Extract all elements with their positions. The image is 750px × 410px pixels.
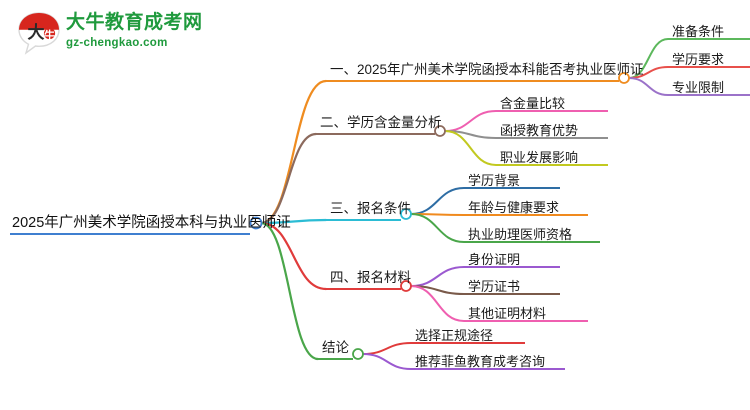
branch-node-handle-4[interactable] [400,280,412,292]
subbranch-edge-1-3 [628,77,669,96]
subbranch-label-2-2[interactable]: 函授教育优势 [500,123,579,138]
branch-node-handle-3[interactable] [400,208,412,220]
daniu-speech-bubble-logo-icon: 大 牛 [16,10,62,56]
root-node-label[interactable]: 2025年广州美术学院函授本科与执业医师证 [12,215,291,231]
subbranch-edge-4-3 [410,285,465,322]
logo-text: 大牛教育成考网 gz-chengkao.com [66,12,203,51]
subbranch-label-3-3[interactable]: 执业助理医师资格 [468,227,573,242]
branch-edge-1 [259,79,328,225]
branch-node-handle-1[interactable] [618,72,630,84]
subbranch-edge-5-1 [362,342,412,355]
site-logo: 大 牛 大牛教育成考网 gz-chengkao.com [14,8,204,60]
branch-label-1[interactable]: 一、2025年广州美术学院函授本科能否考执业医师证 [330,62,644,77]
subbranch-label-4-1[interactable]: 身份证明 [468,252,521,267]
branch-edge-5 [259,221,320,361]
branch-label-3[interactable]: 三、报名条件 [330,201,411,216]
subbranch-edge-5-2 [362,353,412,370]
subbranch-edge-2-3 [444,130,497,166]
branch-edge-4 [259,221,328,291]
subbranch-label-5-2[interactable]: 推荐菲鱼教育成考咨询 [415,354,546,369]
branch-label-2[interactable]: 二、学历含金量分析 [320,115,442,130]
svg-text:牛: 牛 [44,28,55,42]
subbranch-label-2-3[interactable]: 职业发展影响 [500,150,579,165]
branch-label-4[interactable]: 四、报名材料 [330,270,411,285]
subbranch-label-1-1[interactable]: 准备条件 [672,24,725,39]
branch-edge-3 [259,218,328,225]
branch-label-5[interactable]: 结论 [322,340,349,355]
logo-title: 大牛教育成考网 [66,12,203,33]
subbranch-label-4-3[interactable]: 其他证明材料 [468,306,547,321]
subbranch-edge-3-3 [410,213,465,243]
subbranch-edge-2-1 [444,110,497,132]
branch-edge-2 [259,132,318,225]
subbranch-label-5-1[interactable]: 选择正规途径 [415,328,494,343]
svg-text:大: 大 [28,22,45,42]
logo-domain: gz-chengkao.com [66,37,168,49]
subbranch-label-3-1[interactable]: 学历背景 [468,173,521,188]
subbranch-label-1-3[interactable]: 专业限制 [672,80,725,95]
subbranch-label-3-2[interactable]: 年龄与健康要求 [468,200,560,215]
subbranch-label-1-2[interactable]: 学历要求 [672,52,725,67]
subbranch-label-2-1[interactable]: 含金量比较 [500,96,566,111]
branch-node-handle-2[interactable] [434,125,446,137]
subbranch-edge-3-1 [410,187,465,215]
branch-node-handle-5[interactable] [352,348,364,360]
root-node-handle[interactable] [249,216,263,230]
subbranch-edge-4-1 [410,266,465,287]
subbranch-label-4-2[interactable]: 学历证书 [468,279,521,294]
